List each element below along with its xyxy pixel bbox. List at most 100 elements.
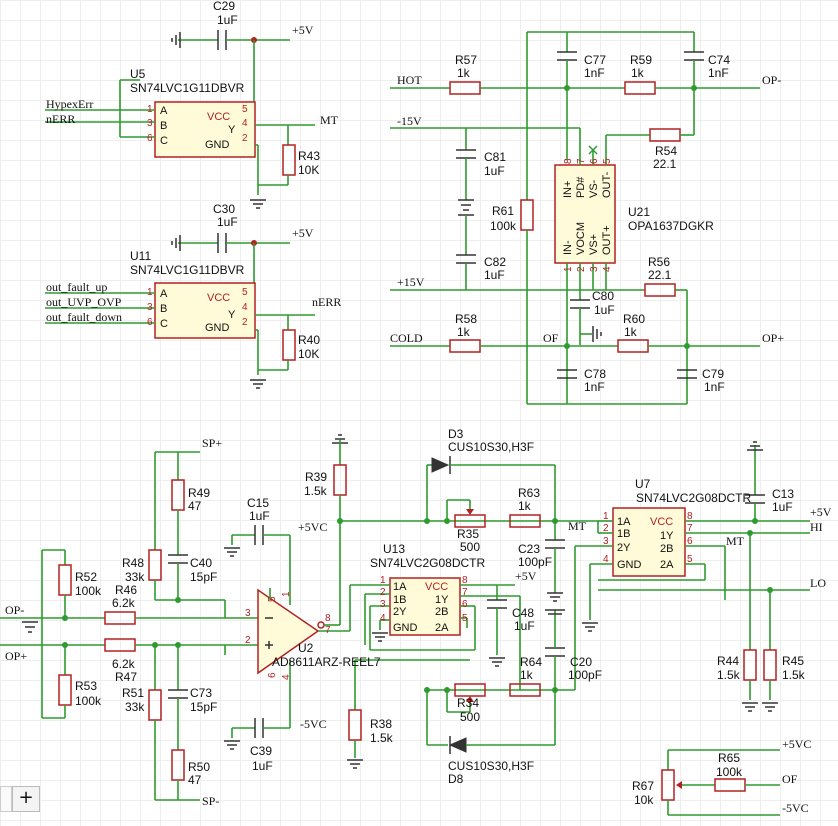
ground-symbol: [346, 759, 364, 769]
u5-ref: U5: [130, 67, 146, 81]
c15-value: 1uF: [249, 509, 270, 523]
r63-body: [509, 514, 541, 528]
u13-value: SN74LVC2G08DCTR: [370, 556, 485, 570]
r64-value: 1k: [520, 668, 534, 682]
u21-pin-in-minus: IN-: [562, 240, 574, 255]
net-label-of: OF: [543, 331, 559, 345]
c29-ref: C29: [213, 0, 235, 13]
c20-value: 100pF: [568, 668, 602, 682]
scroll-left-button[interactable]: [0, 786, 12, 812]
net-label-op-plus: OP+: [762, 331, 784, 345]
r45-value: 1.5k: [782, 668, 806, 682]
ground-symbol: [761, 702, 779, 712]
u13-pin-gnd: GND: [393, 622, 418, 634]
u21-pin5: 5: [602, 158, 613, 164]
c79-ref: C79: [702, 367, 724, 381]
net-label-5v: +5V: [292, 23, 314, 37]
u21-ref: U21: [628, 205, 650, 219]
d8-value: CUS10S30,H3F: [448, 759, 534, 773]
r44-value: 1.5k: [717, 668, 741, 682]
r54-value: 22.1: [653, 157, 677, 171]
u7-pin4: 4: [603, 554, 609, 565]
u2-pin1: 1: [281, 591, 292, 597]
r51-ref: R51: [122, 686, 144, 700]
r59-ref: R59: [630, 53, 652, 67]
r64-body: [509, 683, 541, 697]
r35-ref: R35: [457, 527, 479, 541]
net-label-out-uvp-ovp: out_UVP_OVP: [46, 295, 122, 309]
c77-value: 1nF: [584, 66, 605, 80]
u11-pin6: 6: [147, 317, 153, 328]
u13-pin3: 3: [380, 599, 386, 610]
c29-value: 1uF: [217, 13, 238, 27]
c39-value: 1uF: [252, 759, 273, 773]
r43-ref: R43: [298, 149, 320, 163]
r67-ref: R67: [632, 779, 654, 793]
u5-pin2: 2: [242, 133, 248, 144]
u13-pin6: 6: [462, 599, 468, 610]
r56-ref: R56: [648, 255, 670, 269]
u7-pin2: 2: [603, 523, 609, 534]
net-label-nerr: nERR: [312, 295, 341, 309]
u13-body: [389, 577, 461, 636]
u2-pin2: 2: [245, 635, 251, 646]
net-label-mt: MT: [320, 113, 339, 127]
r58-value: 1k: [457, 325, 471, 339]
c73-ref: C73: [190, 686, 212, 700]
u7-body: [612, 507, 686, 577]
u7-pin1: 1: [603, 511, 609, 522]
u2-ref: U2: [298, 641, 314, 655]
r61-body: [520, 199, 534, 231]
net-label-hot: HOT: [397, 73, 422, 87]
u13-pin-2a: 2A: [435, 622, 449, 634]
r48-body: [148, 549, 162, 581]
u21-pin-out-minus: OUT-: [601, 171, 613, 198]
u21-pin-in-plus: IN+: [562, 181, 574, 198]
c23-value: 100pF: [518, 555, 552, 569]
c13-ref: C13: [772, 487, 794, 501]
r34-ref: R34: [457, 696, 479, 710]
r38-value: 1.5k: [370, 731, 394, 745]
u7-ref: U7: [635, 477, 651, 491]
r39-body: [333, 464, 347, 496]
zoom-in-button[interactable]: +: [12, 786, 40, 812]
c15-ref: C15: [247, 496, 269, 510]
net-label-op-minus: OP-: [5, 603, 24, 617]
u7-pin-gnd: GND: [617, 559, 642, 571]
net-label-5v: +5V: [292, 226, 314, 240]
r59-body: [624, 81, 656, 95]
r53-value: 100k: [75, 694, 102, 708]
u5-pin-vcc: VCC: [207, 111, 230, 123]
net-label-5v: +5V: [515, 569, 537, 583]
c74-value: 1nF: [708, 66, 729, 80]
u7-pin-2a: 2A: [660, 559, 674, 571]
u7-pin-1y: 1Y: [660, 530, 674, 542]
net-label-out-fault-up: out_fault_up: [46, 280, 107, 294]
r57-body: [449, 81, 481, 95]
u21-pin-vocm: VOCM: [575, 222, 587, 255]
d8-body: [448, 737, 467, 753]
u5-value: SN74LVC1G11DBVR: [130, 81, 245, 95]
r46-body: [104, 611, 136, 625]
u11-value: SN74LVC1G11DBVR: [130, 263, 245, 277]
r59-value: 1k: [631, 66, 645, 80]
u13-pin8: 8: [462, 575, 468, 586]
c39-ref: C39: [250, 744, 272, 758]
d8-ref: D8: [448, 772, 464, 786]
u7-value: SN74LVC2G08DCTR: [636, 491, 751, 505]
u13-pin1: 1: [380, 575, 386, 586]
u5-pin3: 3: [147, 118, 153, 129]
net-label-plus15v: +15V: [397, 275, 425, 289]
r67-value: 10k: [634, 793, 654, 807]
u21-pin6: 6: [589, 158, 600, 164]
r60-body: [617, 339, 649, 353]
u11-block: [45, 233, 315, 389]
net-label-minus15v: -15V: [397, 114, 422, 128]
r40-value: 10K: [298, 347, 319, 361]
u13-pin-vcc: VCC: [425, 581, 448, 593]
r54-ref: R54: [655, 144, 677, 158]
c40-ref: C40: [190, 556, 212, 570]
r50-body: [171, 749, 185, 781]
